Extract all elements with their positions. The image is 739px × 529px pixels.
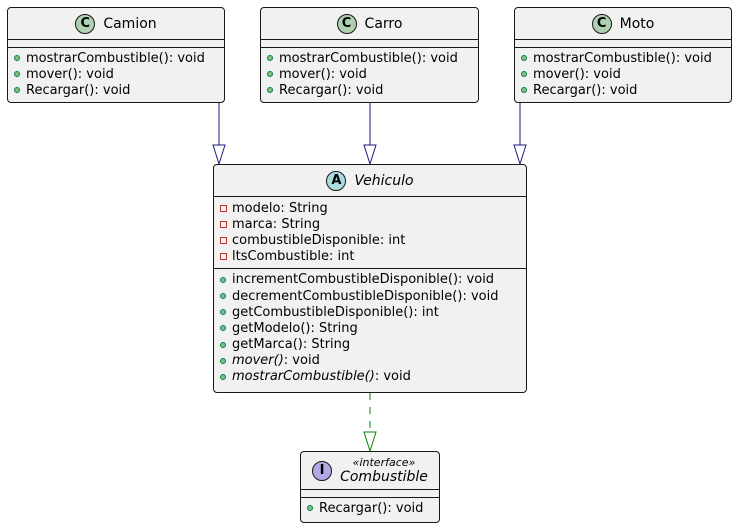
method: getCombustibleDisponible(): int	[220, 304, 526, 320]
method: mostrarCombustible(): void	[267, 50, 478, 66]
stereotype: «interface»	[352, 455, 416, 469]
class-c-icon: C	[591, 13, 612, 34]
public-icon	[220, 357, 226, 364]
method: decrementCombustibleDisponible(): void	[220, 288, 526, 304]
methods-compartment: mostrarCombustible(): void mover(): void…	[8, 48, 224, 101]
private-icon	[220, 204, 227, 212]
attribute: marca: String	[220, 216, 526, 232]
class-camion[interactable]: C Camion mostrarCombustible(): void move…	[7, 7, 225, 103]
private-icon	[220, 253, 227, 261]
private-icon	[220, 236, 227, 244]
class-c-icon: C	[75, 13, 96, 34]
methods-compartment: mostrarCombustible(): void mover(): void…	[515, 48, 731, 101]
public-icon	[220, 373, 226, 380]
method: mostrarCombustible(): void	[521, 50, 731, 66]
method: incrementCombustibleDisponible(): void	[220, 272, 526, 288]
methods-compartment: Recargar(): void	[301, 498, 439, 518]
class-header: C Carro	[261, 8, 478, 40]
public-icon	[267, 87, 273, 94]
class-name: Vehiculo	[354, 172, 414, 189]
class-moto[interactable]: C Moto mostrarCombustible(): void mover(…	[514, 7, 732, 103]
attributes-compartment	[261, 40, 478, 48]
private-icon	[220, 220, 227, 228]
class-vehiculo[interactable]: A Vehiculo modelo: String marca: String …	[213, 164, 527, 393]
public-icon	[14, 87, 20, 94]
camion-extends-vehiculo	[212, 103, 226, 166]
public-icon	[220, 309, 226, 316]
public-icon	[14, 71, 20, 78]
public-icon	[267, 71, 273, 78]
class-carro[interactable]: C Carro mostrarCombustible(): void mover…	[260, 7, 479, 103]
moto-extends-vehiculo	[513, 103, 527, 166]
class-name: Carro	[364, 15, 403, 32]
method: mover(): void	[267, 66, 478, 82]
vehiculo-implements-combustible	[363, 393, 377, 453]
class-header: I «interface» Combustible	[301, 452, 439, 490]
method: mostrarCombustible(): void	[14, 50, 224, 66]
class-name: Combustible	[340, 468, 428, 485]
public-icon	[521, 87, 527, 94]
carro-extends-vehiculo	[363, 103, 377, 166]
public-icon	[307, 505, 313, 512]
abstract-method: mover(): void	[220, 353, 526, 369]
methods-compartment: mostrarCombustible(): void mover(): void…	[261, 48, 478, 101]
method: mover(): void	[14, 66, 224, 82]
public-icon	[220, 276, 226, 283]
methods-compartment: incrementCombustibleDisponible(): void d…	[214, 269, 526, 387]
public-icon	[14, 55, 20, 62]
class-header: C Moto	[515, 8, 731, 40]
method: Recargar(): void	[521, 82, 731, 98]
interface-i-icon: I	[312, 460, 333, 481]
public-icon	[267, 55, 273, 62]
abstract-method: mostrarCombustible(): void	[220, 369, 526, 385]
attributes-compartment	[301, 490, 439, 498]
attributes-compartment	[8, 40, 224, 48]
attribute: combustibleDisponible: int	[220, 232, 526, 248]
method: Recargar(): void	[14, 82, 224, 98]
abstract-a-icon: A	[326, 170, 347, 191]
interface-combustible[interactable]: I «interface» Combustible Recargar(): vo…	[300, 451, 440, 523]
class-name: Camion	[103, 15, 157, 32]
class-header: A Vehiculo	[214, 165, 526, 197]
attributes-compartment: modelo: String marca: String combustible…	[214, 197, 526, 269]
attribute: modelo: String	[220, 200, 526, 216]
method: Recargar(): void	[307, 500, 439, 516]
method: Recargar(): void	[267, 82, 478, 98]
public-icon	[521, 71, 527, 78]
attributes-compartment	[515, 40, 731, 48]
method: getModelo(): String	[220, 320, 526, 336]
class-c-icon: C	[336, 13, 357, 34]
public-icon	[521, 55, 527, 62]
public-icon	[220, 325, 226, 332]
public-icon	[220, 341, 226, 348]
attribute: ltsCombustible: int	[220, 249, 526, 265]
class-name: Moto	[619, 15, 655, 32]
method: mover(): void	[521, 66, 731, 82]
public-icon	[220, 293, 226, 300]
method: getMarca(): String	[220, 337, 526, 353]
class-header: C Camion	[8, 8, 224, 40]
